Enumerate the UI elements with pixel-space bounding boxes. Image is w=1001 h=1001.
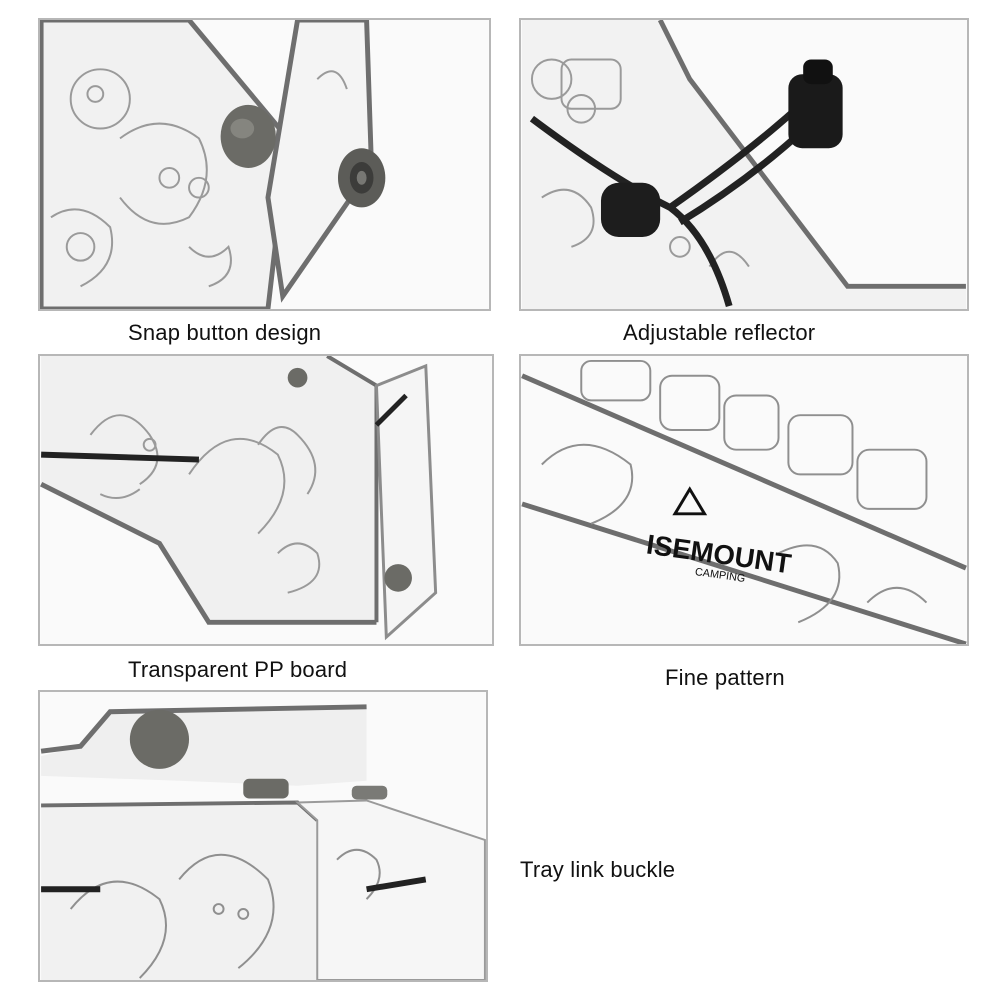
- fine-pattern-illustration: ISEMOUNT CAMPING: [521, 356, 967, 644]
- photo-transparent-pp-board: [38, 354, 494, 646]
- caption-adjustable-reflector: Adjustable reflector: [623, 320, 816, 345]
- reflector-illustration: [522, 20, 966, 309]
- caption-transparent-pp-board: Transparent PP board: [128, 657, 348, 682]
- photo-snap-button: [38, 18, 491, 311]
- caption-fine-pattern: Fine pattern: [665, 665, 785, 690]
- pp-board-illustration: [40, 356, 491, 644]
- caption-tray-link-buckle: Tray link buckle: [520, 857, 676, 882]
- photo-fine-pattern: ISEMOUNT CAMPING: [519, 354, 969, 646]
- snap-button-illustration: [40, 20, 488, 309]
- photo-tray-link-buckle: [38, 690, 488, 982]
- caption-snap-button: Snap button design: [128, 320, 322, 345]
- photo-adjustable-reflector: [519, 18, 969, 311]
- link-buckle-illustration: [40, 692, 486, 980]
